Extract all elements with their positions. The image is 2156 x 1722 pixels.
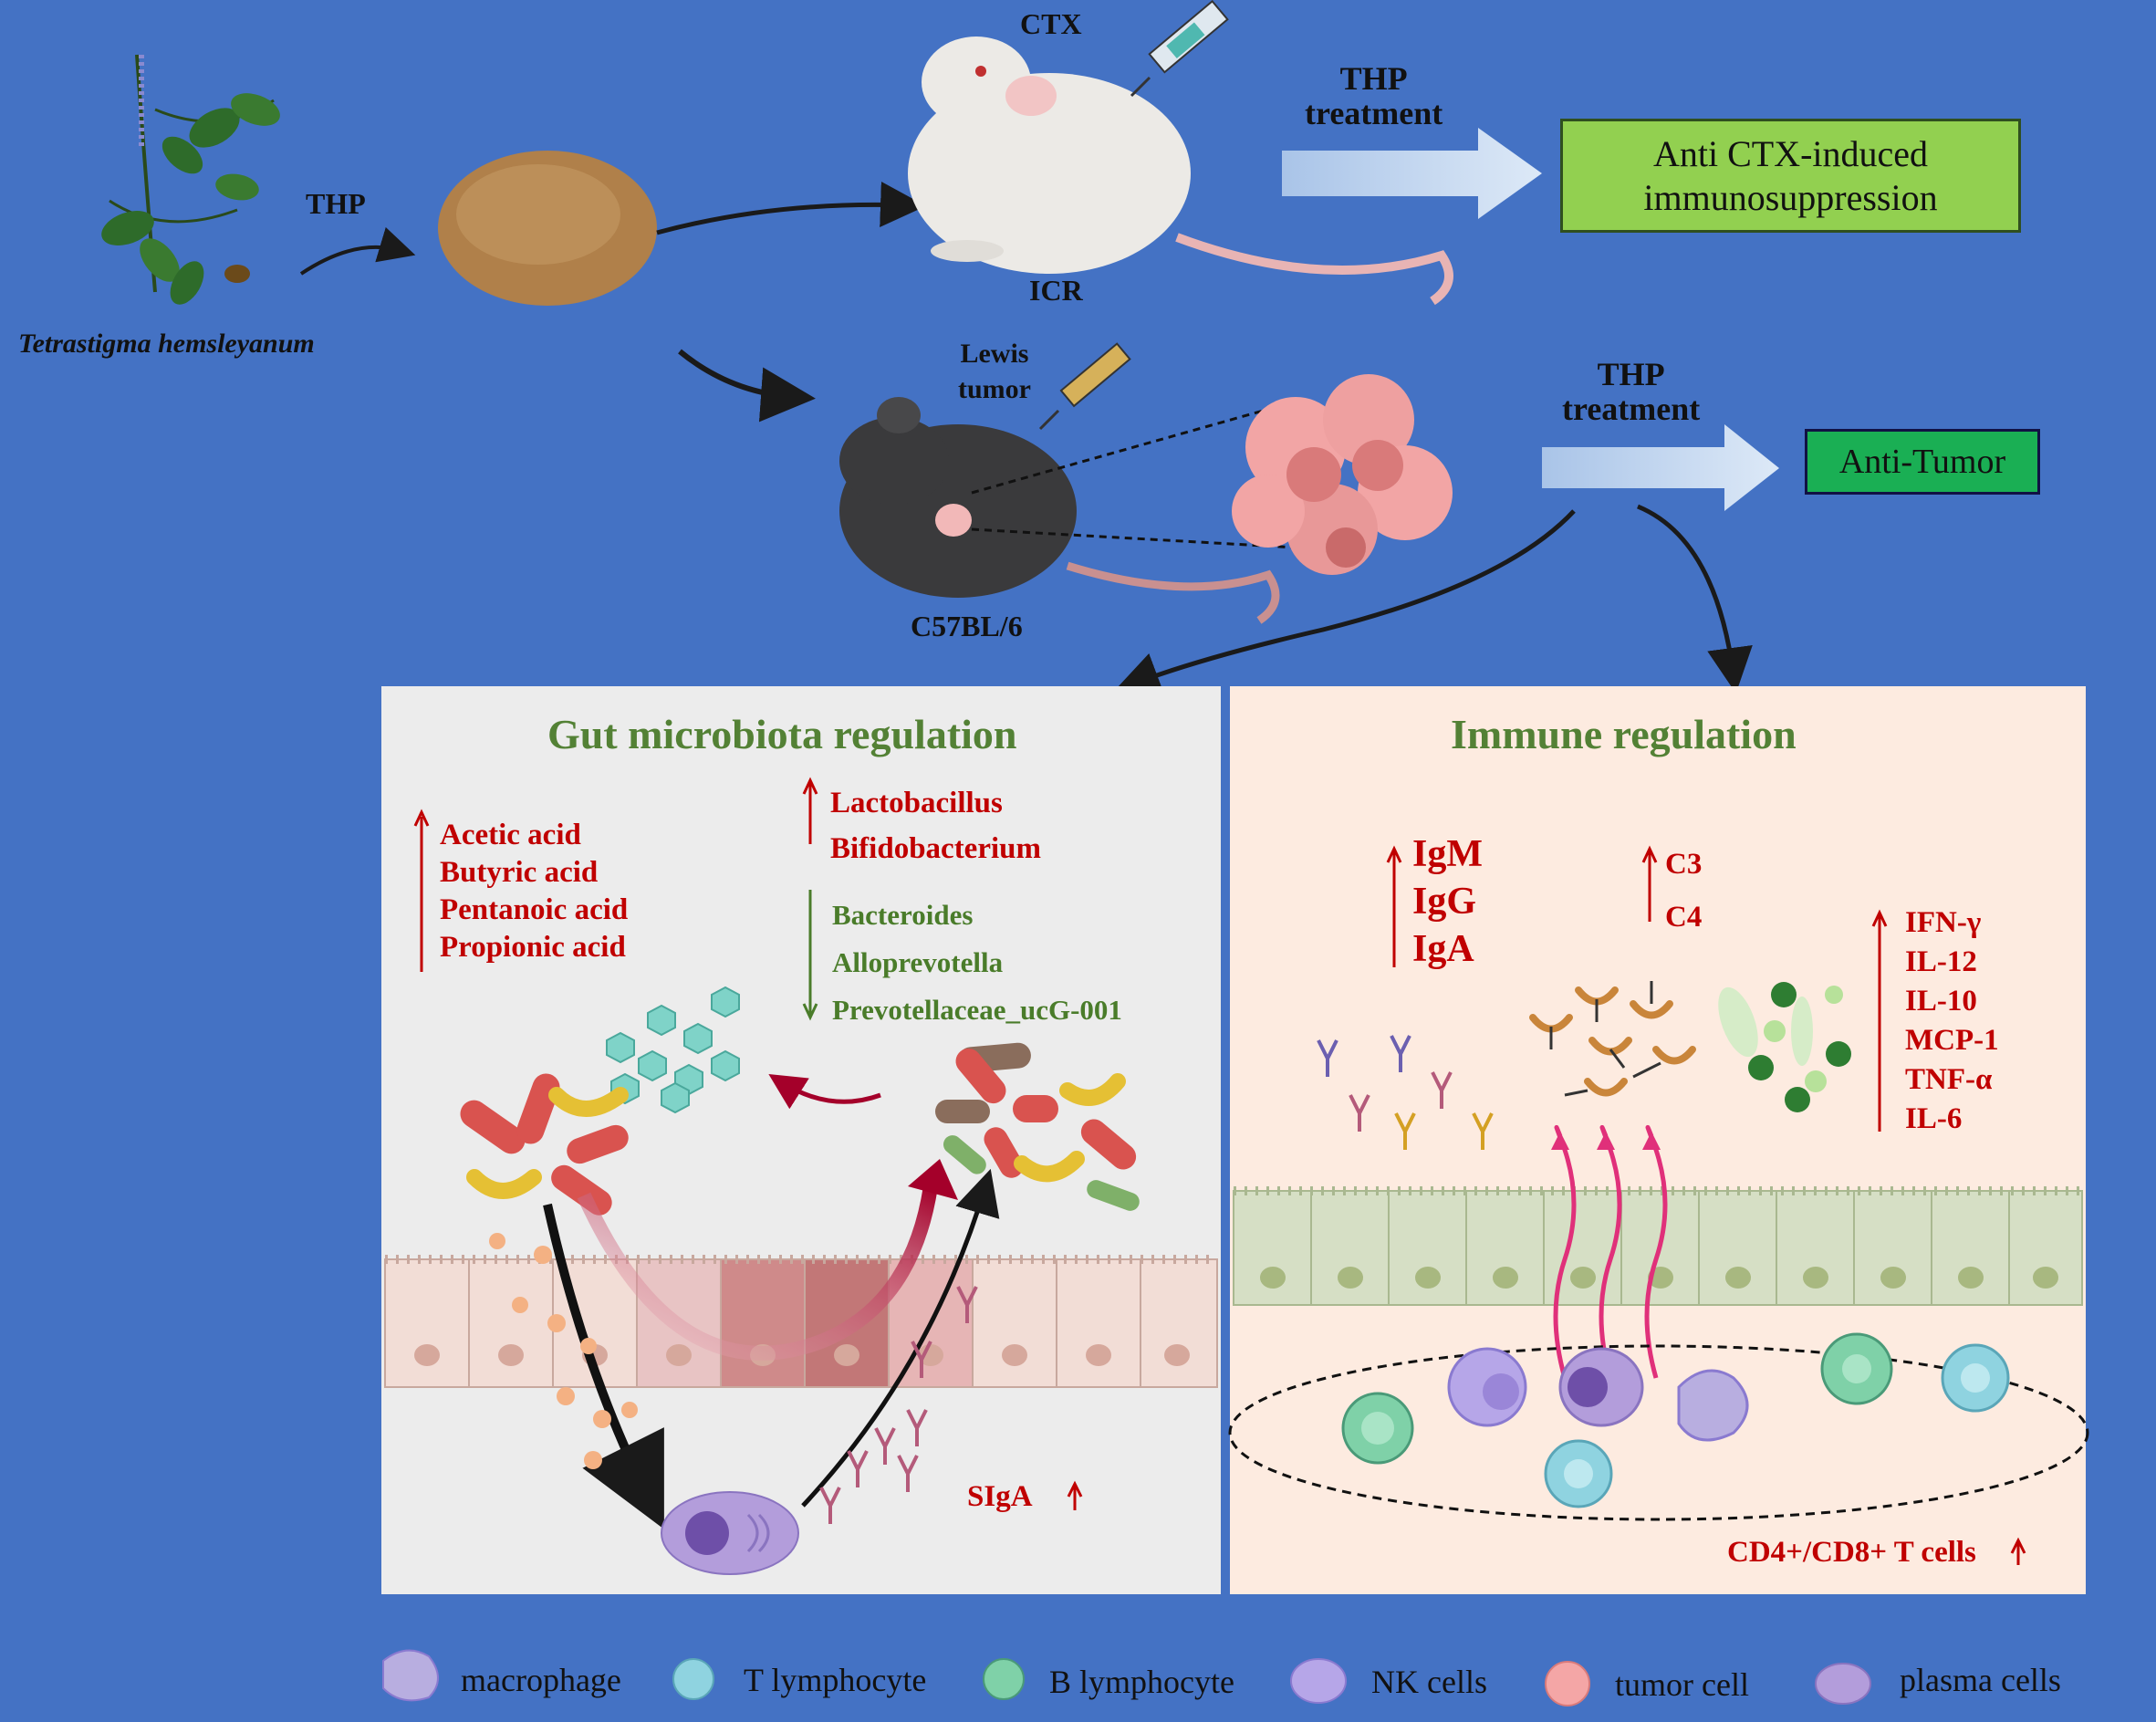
icr-mouse [908, 37, 1453, 306]
c57-label: C57BL/6 [911, 610, 1023, 642]
tumor-outcome-label: Anti-Tumor [1838, 443, 2006, 481]
acid-item: Acetic acid [440, 819, 581, 851]
legend-label-b-lymphocyte: B lymphocyte [1049, 1664, 1234, 1700]
lewis-syringe-icon [1038, 342, 1131, 431]
ig-item: IgM [1412, 833, 1483, 875]
tumor-cell-icon [1545, 1661, 1590, 1706]
to-immune-arrow [1637, 504, 1753, 694]
down-bacteria-list: Bacteroides Alloprevotella Prevotellacea… [832, 892, 1122, 1034]
powder-to-ctx-arrow [656, 181, 926, 235]
siga-arrow [801, 1168, 1000, 1508]
signal-waves [1553, 1124, 1668, 1379]
gut-bacteria-right [935, 1042, 1140, 1211]
bacteria-item: Bifidobacterium [830, 832, 1041, 865]
legend-icons [382, 1649, 1871, 1706]
complement-item: C3 [1665, 848, 1703, 881]
bacteria-item: Bacteroides [832, 899, 974, 931]
immune-cell-zone [1228, 1344, 2089, 1521]
bacteria-item: Alloprevotella [832, 946, 1004, 978]
ctx-outcome-box: Anti CTX-induced immunosuppression [1560, 119, 2021, 233]
plant-illustration [101, 54, 280, 305]
complement-stems [1549, 981, 1661, 1097]
powder-to-tumor-arrow [678, 349, 816, 423]
ctx-outcome-label: Anti CTX-induced immunosuppression [1643, 132, 1938, 218]
thp-arrow [299, 226, 416, 276]
ig-item: IgA [1412, 928, 1474, 970]
b-lymphocyte-icon [983, 1658, 1025, 1700]
ig-list: IgM IgG IgA [1412, 830, 1483, 973]
metabolite-arrow [768, 1073, 881, 1110]
microbiota-red-arrow [577, 1185, 938, 1361]
tumor-treatment-label: THP treatment [1562, 356, 1701, 427]
legend-label-macrophage: macrophage [461, 1662, 621, 1698]
legend-label-tumor: tumor cell [1615, 1666, 1749, 1703]
acid-item: Propionic acid [440, 931, 626, 964]
cytokines-graphic [1718, 982, 1851, 1112]
plasma-cell [661, 1491, 799, 1575]
t-lymphocyte-icon [672, 1658, 714, 1700]
siga-antibodies [819, 1286, 978, 1524]
thp-label: THP [306, 187, 366, 220]
cytokine-item: MCP-1 [1905, 1024, 1999, 1057]
c57-mouse [839, 397, 1280, 624]
acid-item: Pentanoic acid [440, 893, 629, 926]
cytokine-item: TNF-α [1905, 1063, 1993, 1096]
gut-panel-title: Gut microbiota regulation [547, 711, 1017, 757]
gut-epithelium [384, 1255, 1218, 1388]
immune-epithelium [1233, 1186, 2083, 1306]
gut-bacteria-left [460, 1073, 629, 1216]
acid-item: Butyric acid [440, 856, 599, 889]
icr-label: ICR [1029, 274, 1083, 307]
lewis-label: Lewis tumor [958, 339, 1031, 404]
nk-cell-icon [1290, 1658, 1347, 1704]
acid-list: Acetic acid Butyric acid Pentanoic acid … [440, 817, 628, 966]
up-bacteria-list: Lactobacillus Bifidobacterium [830, 780, 1041, 871]
immune-cells [1341, 1332, 2010, 1508]
scfa-molecules [606, 986, 740, 1114]
complement-item: C4 [1665, 901, 1703, 934]
cytokine-item: IL-12 [1905, 945, 1977, 978]
tumor-treatment-arrow [1542, 424, 1779, 511]
cytokine-item: IL-10 [1905, 985, 1977, 1018]
siga-label: SIgA [967, 1480, 1033, 1513]
ctx-treatment-arrow [1282, 128, 1542, 219]
legend-label-plasma: plasma cells [1900, 1662, 2061, 1698]
bacteria-item: Prevotellaceae_ucG-001 [832, 994, 1122, 1026]
to-plasma-arrow [543, 1203, 664, 1529]
cytokine-item: IFN-γ [1905, 906, 1982, 939]
ctx-label: CTX [1020, 7, 1082, 40]
cytokine-item: IL-6 [1905, 1102, 1963, 1135]
to-gut-arrow [1114, 509, 1576, 696]
legend-label-t-lymphocyte: T lymphocyte [744, 1662, 927, 1698]
plasma-cell-icon [1815, 1663, 1871, 1705]
cytokine-list: IFN-γ IL-12 IL-10 MCP-1 TNF-α IL-6 [1905, 903, 1999, 1139]
complement-list: C3 C4 [1665, 838, 1702, 944]
metabolite-dots [489, 1233, 638, 1469]
tcells-label: CD4+/CD8+ T cells [1727, 1536, 1976, 1569]
immune-panel-title: Immune regulation [1451, 711, 1797, 757]
syringe-icon [1130, 0, 1229, 98]
bacteria-item: Lactobacillus [830, 787, 1003, 819]
macrophage-icon [382, 1649, 439, 1702]
tumor-cluster [1232, 374, 1453, 575]
ctx-treatment-label: THP treatment [1305, 60, 1443, 131]
ig-item: IgG [1412, 881, 1477, 923]
species-label: Tetrastigma hemsleyanum [18, 329, 315, 359]
tumor-outcome-box: Anti-Tumor [1805, 429, 2040, 495]
immunoglobulins-graphic [1317, 1035, 1494, 1150]
legend-label-nk: NK cells [1371, 1664, 1487, 1700]
